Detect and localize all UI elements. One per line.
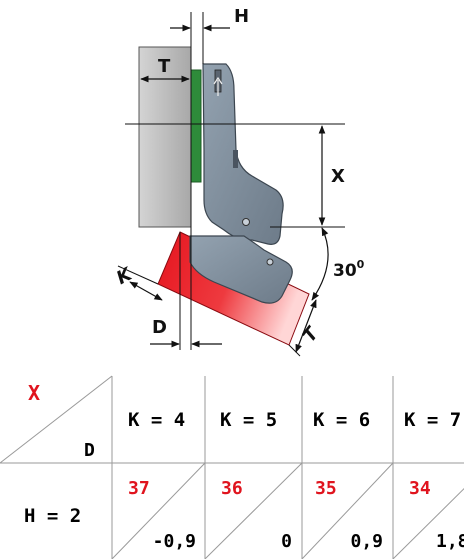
hinge-cup bbox=[189, 235, 293, 304]
cell-d-k4: -0,9 bbox=[153, 531, 196, 552]
x-label: X bbox=[331, 166, 345, 187]
corner-label-d: D bbox=[84, 440, 95, 461]
hinge-clip bbox=[233, 150, 238, 168]
col-header-k4: K = 4 bbox=[128, 409, 185, 431]
k-dim-line bbox=[129, 281, 163, 301]
hinge-arrow-mark bbox=[213, 76, 223, 96]
cell-d-k6: 0,9 bbox=[350, 531, 383, 552]
cell-x-k6: 35 bbox=[315, 478, 337, 499]
angle-arc bbox=[311, 227, 329, 301]
k-label: K bbox=[113, 263, 137, 289]
cell-diagonal-3 bbox=[392, 488, 464, 559]
angle-degree: 0 bbox=[357, 258, 365, 271]
angle-label: 300 bbox=[333, 258, 365, 281]
cell-x-k5: 36 bbox=[221, 478, 243, 499]
hinge-arm bbox=[202, 63, 284, 245]
t-bottom-dim-line bbox=[295, 299, 317, 353]
k-ext-line bbox=[117, 265, 159, 285]
hinge-pivot bbox=[242, 218, 250, 226]
cell-diagonal-2 bbox=[301, 462, 394, 559]
cell-x-k7: 34 bbox=[409, 478, 431, 499]
hinge-pivot-2 bbox=[266, 258, 274, 266]
spec-table: X D K = 4 K = 5 K = 6 K = 7 H = 2 37 36 … bbox=[0, 375, 464, 559]
cell-d-k7: 1,8 bbox=[436, 531, 464, 552]
hinge-diagram: H T X 300 K D T bbox=[113, 6, 365, 357]
cell-x-k4: 37 bbox=[128, 478, 150, 499]
corner-label-x: X bbox=[28, 381, 40, 405]
cell-diagonal-0 bbox=[111, 462, 206, 559]
cell-d-k5: 0 bbox=[281, 531, 292, 552]
t-top-label: T bbox=[158, 56, 171, 77]
angle-value: 30 bbox=[333, 261, 357, 281]
t-bottom-label: T bbox=[299, 322, 324, 346]
col-header-k5: K = 5 bbox=[220, 409, 277, 431]
d-label: D bbox=[152, 317, 167, 338]
col-header-k7: K = 7 bbox=[404, 409, 461, 431]
corner-diagonal bbox=[0, 375, 113, 464]
t-bottom-ext-1 bbox=[288, 344, 301, 357]
h-label: H bbox=[234, 6, 249, 27]
mounting-plate bbox=[190, 69, 202, 183]
col-header-k6: K = 6 bbox=[313, 409, 370, 431]
cell-diagonal-1 bbox=[204, 462, 303, 559]
row-label-h2: H = 2 bbox=[24, 505, 81, 527]
